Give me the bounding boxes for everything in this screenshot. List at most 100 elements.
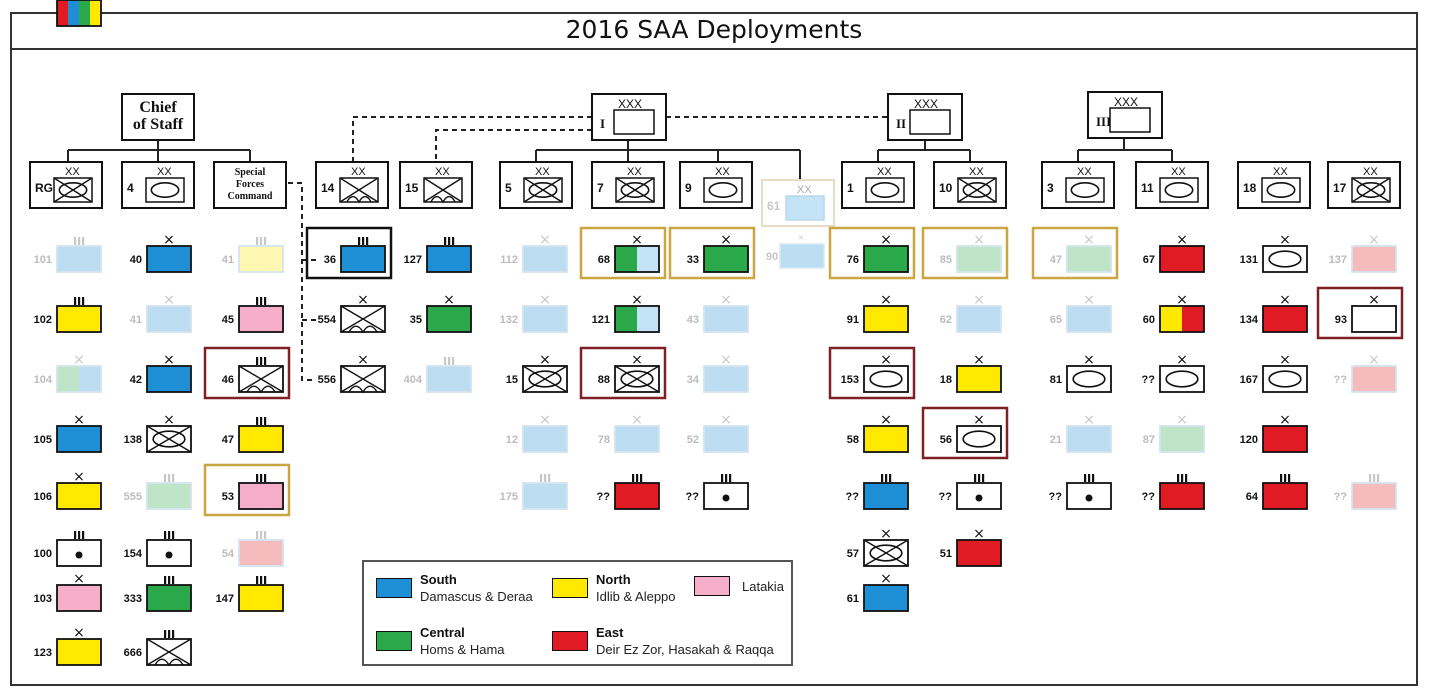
unit-fill	[1160, 246, 1204, 272]
unit-fill	[864, 306, 908, 332]
corps-1-symbol	[613, 109, 655, 135]
unit-fill	[239, 246, 283, 272]
unit-symbol-frame	[1066, 482, 1112, 510]
legend-name-central: Central	[420, 625, 465, 640]
unit-highlight-frame	[921, 226, 1009, 280]
unit-echelon-x: ×	[1279, 352, 1291, 368]
unit-infantry-icon	[340, 305, 386, 333]
div-7-echelon: XX	[627, 166, 642, 178]
unit-echelon-bar	[172, 630, 175, 638]
unit-echelon-x: ×	[1176, 232, 1188, 248]
unit-echelon-x: ×	[73, 469, 85, 485]
unit-131: ×131	[1240, 232, 1308, 273]
connector-corps-1	[535, 139, 801, 180]
unit-fill	[864, 366, 908, 392]
unit-167: ×167	[1240, 352, 1308, 393]
unit-echelon-bar	[444, 357, 447, 365]
unit-echelon-bar	[264, 417, 267, 425]
unit-fill	[704, 426, 748, 452]
unit-symbol-frame	[56, 305, 102, 333]
unit-101: 101	[34, 237, 102, 273]
legend-desc-north: Idlib & Aleppo	[596, 589, 676, 604]
unit-echelon-bar	[1084, 474, 1087, 482]
unit-echelon-bar	[881, 474, 884, 482]
unit-label: 147	[216, 593, 234, 605]
unit-armor-icon	[869, 370, 903, 388]
unit-echelon-x: ×	[720, 292, 732, 308]
unit-echelon-x: ×	[1368, 292, 1380, 308]
unit-label: 85	[940, 254, 952, 266]
unit-label: ??	[846, 491, 860, 503]
div-rg-echelon: XX	[65, 166, 80, 178]
legend-desc-south: Damascus & Deraa	[420, 589, 533, 604]
unit-echelon-bar	[168, 576, 171, 584]
unit-90-echelon: ×	[798, 232, 804, 244]
unit-echelon-bar	[721, 474, 724, 482]
unit-echelon-bar	[256, 576, 259, 584]
unit-symbol-frame	[56, 539, 102, 567]
div-9-label: 9	[685, 181, 692, 195]
unit-symbol-frame	[956, 482, 1002, 510]
unit-147: 147	[216, 576, 284, 612]
unit-18: ×18	[940, 352, 1002, 393]
unit-symbol-frame	[1262, 425, 1308, 453]
unit-46: 46	[203, 346, 291, 400]
unit-label: 127	[404, 254, 422, 266]
unit-echelon-x: ×	[1279, 292, 1291, 308]
unit-label: 15	[506, 374, 518, 386]
unit-symbol-frame	[614, 425, 660, 453]
unit-echelon-x: ×	[1176, 292, 1188, 308]
unit-unknown: ??	[686, 474, 749, 510]
unit-dot-icon	[75, 551, 83, 559]
unit-symbol-frame	[522, 425, 568, 453]
unit-78: ×78	[598, 412, 660, 453]
unit-404: 404	[404, 357, 472, 393]
unit-fill	[427, 246, 471, 272]
unit-fill	[1160, 483, 1204, 509]
corps-2-echelon: XXX	[914, 97, 938, 111]
unit-label: 56	[940, 434, 952, 446]
unit-fill	[704, 366, 748, 392]
unit-fill	[1263, 246, 1307, 272]
unit-label: 41	[222, 254, 234, 266]
unit-label: 93	[1335, 314, 1347, 326]
unit-echelon-bar	[889, 474, 892, 482]
unit-label: 46	[222, 374, 234, 386]
unit-label: 404	[404, 374, 423, 386]
div-5-echelon: XX	[535, 166, 550, 178]
unit-fill	[57, 639, 101, 665]
unit-label: 556	[318, 374, 336, 386]
unit-echelon-bar	[256, 531, 259, 539]
unit-fill	[239, 585, 283, 611]
unit-label: ??	[939, 491, 953, 503]
unit-echelon-bar	[82, 297, 85, 305]
div-1-armor-icon	[870, 182, 900, 199]
unit-symbol-frame	[703, 245, 749, 273]
unit-echelon-bar	[640, 474, 643, 482]
unit-echelon-bar	[725, 474, 728, 482]
unit-echelon-bar	[74, 297, 77, 305]
unit-fill	[1263, 483, 1307, 509]
legend-swatch-south	[376, 578, 412, 598]
unit-echelon-bar	[448, 237, 451, 245]
unit-label: ??	[1142, 491, 1156, 503]
unit-symbol-frame	[1351, 482, 1397, 510]
unit-label: 12	[506, 434, 518, 446]
unit-echelon-x: ×	[73, 571, 85, 587]
div-3-echelon: XX	[1077, 166, 1092, 178]
div-7-label: 7	[597, 181, 604, 195]
unit-echelon-bar	[540, 474, 543, 482]
legend-desc-latakia: Latakia	[742, 579, 784, 594]
unit-echelon-bar	[544, 474, 547, 482]
unit-fill	[615, 483, 659, 509]
unit-armor-icon	[1165, 370, 1199, 388]
unit-fill	[1263, 306, 1307, 332]
unit-airborne-icon	[154, 658, 184, 667]
unit-symbol-frame	[1262, 305, 1308, 333]
unit-armor-icon	[528, 370, 562, 388]
unit-fill	[147, 366, 191, 392]
dashed-link-corps-1-15	[435, 129, 592, 162]
unit-highlight-frame	[828, 226, 916, 280]
unit-137: ×137	[1329, 232, 1397, 273]
unit-echelon-x: ×	[1083, 292, 1095, 308]
